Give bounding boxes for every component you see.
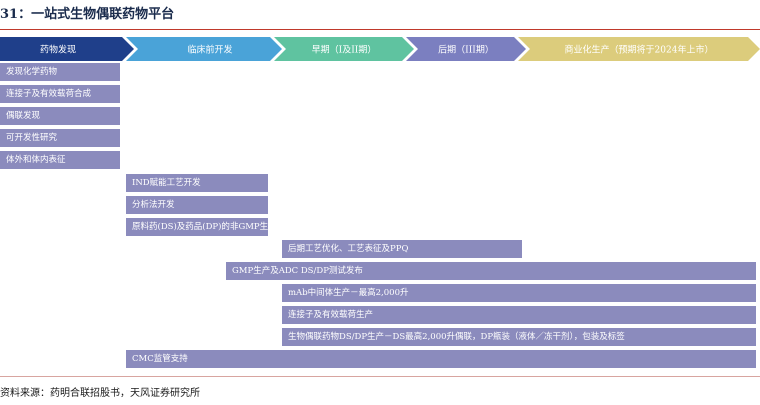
stage-label-preclinical: 临床前开发 [187, 44, 232, 56]
bar-developability-study: 可开发性研究 [0, 129, 120, 147]
stage-drug-discovery [0, 37, 134, 61]
stage-preclinical [126, 37, 282, 61]
bar-analytical-dev: 分析法开发 [126, 196, 268, 214]
source-note: 资料来源：药明合联招股书，天风证券研究所 [0, 388, 200, 399]
bar-late-process-optimization: 后期工艺优化、工艺表征及PPQ [282, 240, 522, 258]
figure-title: 31：一站式生物偶联药物平台 [0, 7, 175, 22]
stage-label-late-clinical: 后期（III期） [438, 45, 494, 56]
bar-non-gmp-production: 原料药(DS)及药品(DP)的非GMP生产 [126, 218, 268, 236]
stage-early-clinical [274, 37, 414, 61]
bar-linker-payload-production: 连接子及有效载荷生产 [282, 306, 756, 324]
source-divider [0, 376, 760, 377]
stage-label-early-clinical: 早期（I及II期） [312, 45, 377, 56]
bar-linker-payload-synthesis: 连接子及有效载荷合成 [0, 85, 120, 103]
bar-gmp-production-release: GMP生产及ADC DS/DP测试发布 [226, 262, 756, 280]
title-divider [0, 29, 760, 30]
stage-chevrons: 药物发现 临床前开发 早期（I及II期） 后期（III期） 商业化生产（预期将于… [0, 37, 760, 61]
bar-cmc-regulatory: CMC监管支持 [126, 350, 756, 368]
bar-conjugation-discovery: 偶联发现 [0, 107, 120, 125]
bar-bioconjugate-ds-dp: 生物偶联药物DS/DP生产－DS最高2,000升偶联，DP瓶装（液体／冻干剂），… [282, 328, 756, 346]
bar-in-vitro-in-vivo: 体外和体内表征 [0, 151, 120, 169]
stage-label-drug-discovery: 药物发现 [40, 44, 76, 56]
bar-mab-intermediate: mAb中间体生产－最高2,000升 [282, 284, 756, 302]
stage-late-clinical [406, 37, 526, 61]
bar-ind-process-dev: IND赋能工艺开发 [126, 174, 268, 192]
stage-commercial [518, 37, 760, 61]
stage-label-commercial: 商业化生产（预期将于2024年上市） [565, 44, 714, 56]
bar-chemical-drug-discovery: 发现化学药物 [0, 63, 120, 81]
